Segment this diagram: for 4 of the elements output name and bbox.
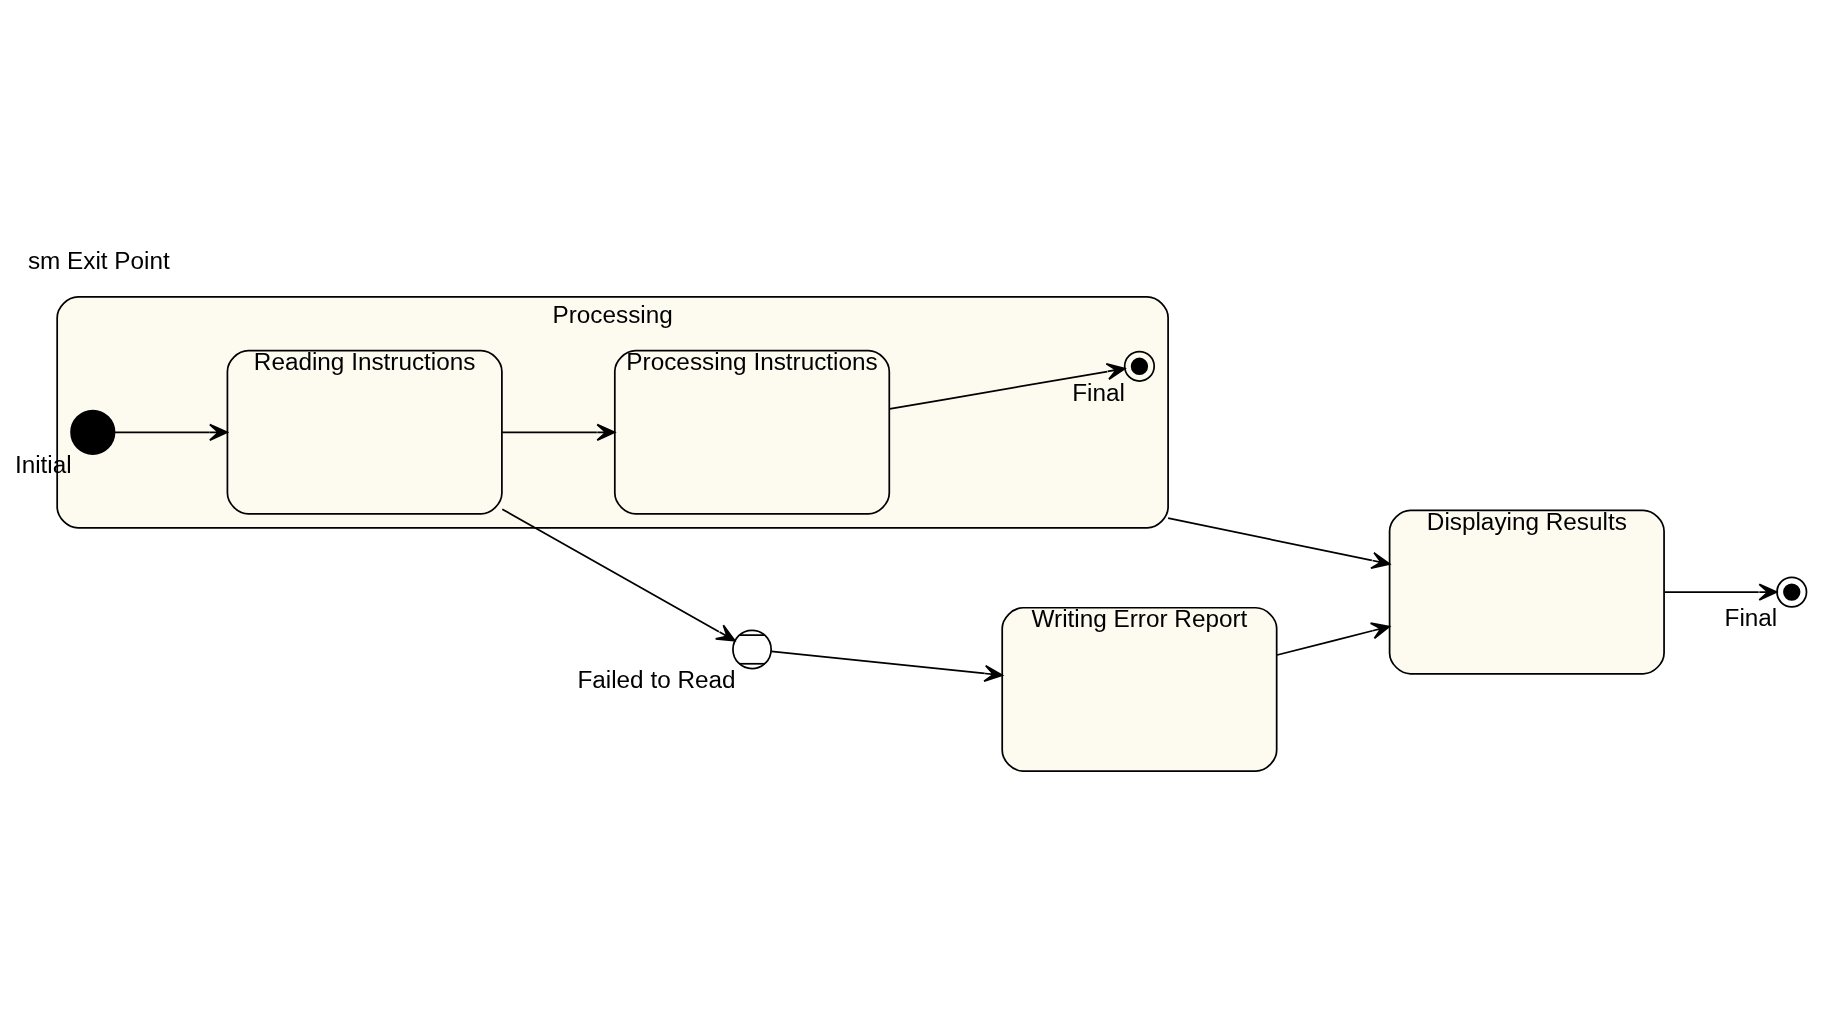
node-label: Final [1724, 603, 1778, 631]
diagram-title: sm Exit Point [27, 246, 170, 274]
node-label: Final [1072, 378, 1125, 406]
node-label: Failed to Read [577, 665, 736, 693]
